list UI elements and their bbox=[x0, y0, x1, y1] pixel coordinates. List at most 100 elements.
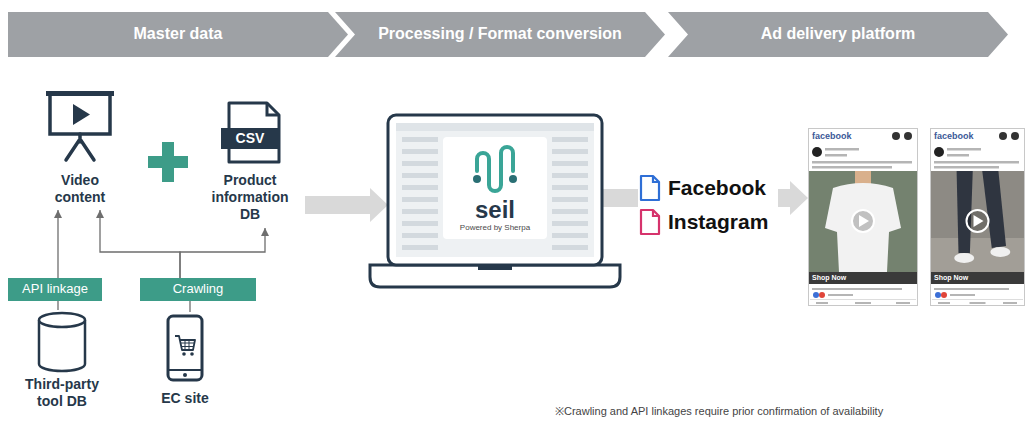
csv-source: CSVProduct information DB bbox=[195, 100, 305, 228]
path-part bbox=[66, 134, 94, 160]
rect-part bbox=[931, 171, 1024, 272]
ellipse-part bbox=[990, 247, 1010, 257]
rect-part bbox=[855, 171, 871, 185]
rect-part bbox=[934, 161, 1019, 164]
rect-part bbox=[388, 115, 602, 265]
flow-arrow bbox=[602, 189, 638, 207]
circle-part bbox=[509, 175, 517, 183]
rect-part bbox=[552, 245, 588, 250]
polygon-part bbox=[668, 12, 1008, 57]
rect-part bbox=[46, 91, 114, 96]
rect-part bbox=[932, 299, 1023, 300]
label-holder: ※Crawling and API linkages require prior… bbox=[555, 404, 883, 418]
rect-part bbox=[970, 302, 986, 304]
rect-part bbox=[552, 173, 588, 178]
ad-mockup: facebookShop Now bbox=[808, 128, 918, 306]
path-part bbox=[73, 104, 90, 125]
path-part bbox=[982, 171, 1006, 248]
path-part bbox=[641, 210, 659, 234]
circle-part bbox=[182, 352, 186, 356]
rect-part bbox=[931, 129, 1025, 306]
rect-part bbox=[896, 302, 910, 304]
rect-part bbox=[402, 161, 438, 166]
seil-laptop: seilPowered by Sherpa bbox=[388, 115, 602, 265]
rect-part bbox=[402, 173, 438, 178]
node-text: Ad delivery platform bbox=[761, 12, 916, 55]
path-part bbox=[653, 176, 659, 182]
platform-item: Instagram bbox=[638, 206, 778, 238]
node-text: facebook bbox=[812, 131, 852, 142]
rect-part bbox=[552, 161, 588, 166]
ellipse-part bbox=[954, 253, 974, 263]
rect-part bbox=[934, 166, 999, 169]
path-part bbox=[825, 183, 901, 272]
rect-part bbox=[168, 316, 202, 380]
rect-part bbox=[931, 272, 1024, 284]
rect-part bbox=[931, 238, 1024, 272]
node-text: Master data bbox=[134, 12, 223, 55]
rect-part bbox=[402, 233, 438, 238]
rect-part bbox=[810, 299, 916, 300]
circle-part bbox=[999, 132, 1007, 140]
polygon-part bbox=[335, 12, 665, 57]
link-line bbox=[57, 301, 58, 310]
rect-part bbox=[825, 154, 847, 157]
footnote: ※Crawling and API linkages require prior… bbox=[555, 404, 883, 418]
seil-laptop-shape bbox=[388, 115, 602, 265]
rect-part bbox=[855, 302, 871, 304]
node-text: Crawling bbox=[173, 278, 224, 299]
rect-part bbox=[552, 221, 588, 226]
link-line bbox=[189, 301, 190, 312]
rect-part bbox=[809, 171, 917, 272]
circle-part bbox=[473, 175, 481, 183]
circle-part bbox=[813, 292, 819, 298]
rect-part bbox=[402, 137, 438, 142]
node-text: EC site bbox=[161, 390, 208, 407]
rect-part bbox=[396, 123, 594, 257]
circle-part bbox=[190, 352, 194, 356]
circle-part bbox=[941, 292, 947, 298]
rect-part bbox=[552, 197, 588, 202]
rect-part bbox=[1003, 302, 1017, 304]
circle-part bbox=[183, 373, 187, 377]
rect-part bbox=[443, 137, 547, 239]
circle-part bbox=[819, 292, 825, 298]
circle-part bbox=[904, 132, 912, 140]
rect-part bbox=[402, 197, 438, 202]
node-text: Facebook bbox=[668, 174, 766, 202]
rect-part bbox=[809, 129, 918, 306]
connectors bbox=[58, 181, 808, 312]
path-part bbox=[168, 369, 202, 371]
node-text: Instagram bbox=[668, 208, 768, 236]
rect-part bbox=[950, 294, 975, 296]
node-text: facebook bbox=[934, 131, 974, 142]
database-source: Third-party tool DB bbox=[12, 310, 112, 416]
rect-part bbox=[812, 161, 912, 164]
path-part bbox=[477, 147, 513, 191]
path-part bbox=[370, 265, 620, 287]
rect-part bbox=[221, 128, 279, 149]
circle-part bbox=[967, 210, 989, 232]
platform-item: Facebook bbox=[638, 172, 778, 204]
path-part bbox=[974, 215, 984, 227]
ec-site-source: EC site bbox=[140, 312, 230, 410]
rect-part bbox=[402, 209, 438, 214]
video-source: Video content bbox=[30, 88, 130, 210]
rect-part bbox=[50, 94, 110, 134]
rect-part bbox=[947, 148, 981, 151]
node-text: Shop Now bbox=[934, 273, 968, 283]
circle-part bbox=[934, 147, 944, 157]
node-text: Product information DB bbox=[202, 172, 298, 223]
polygon-part bbox=[8, 12, 348, 57]
link-line bbox=[57, 210, 58, 278]
flow-arrow bbox=[778, 181, 808, 215]
circle-part bbox=[1011, 132, 1019, 140]
method-tag: Crawling bbox=[140, 278, 256, 301]
node-text: Third-party tool DB bbox=[14, 376, 110, 410]
node-text: Video content bbox=[44, 172, 116, 206]
step-chevron: Ad delivery platform bbox=[668, 12, 1008, 57]
circle-part bbox=[892, 132, 900, 140]
step-chevron: Master data bbox=[8, 12, 348, 57]
rect-part bbox=[816, 302, 828, 304]
